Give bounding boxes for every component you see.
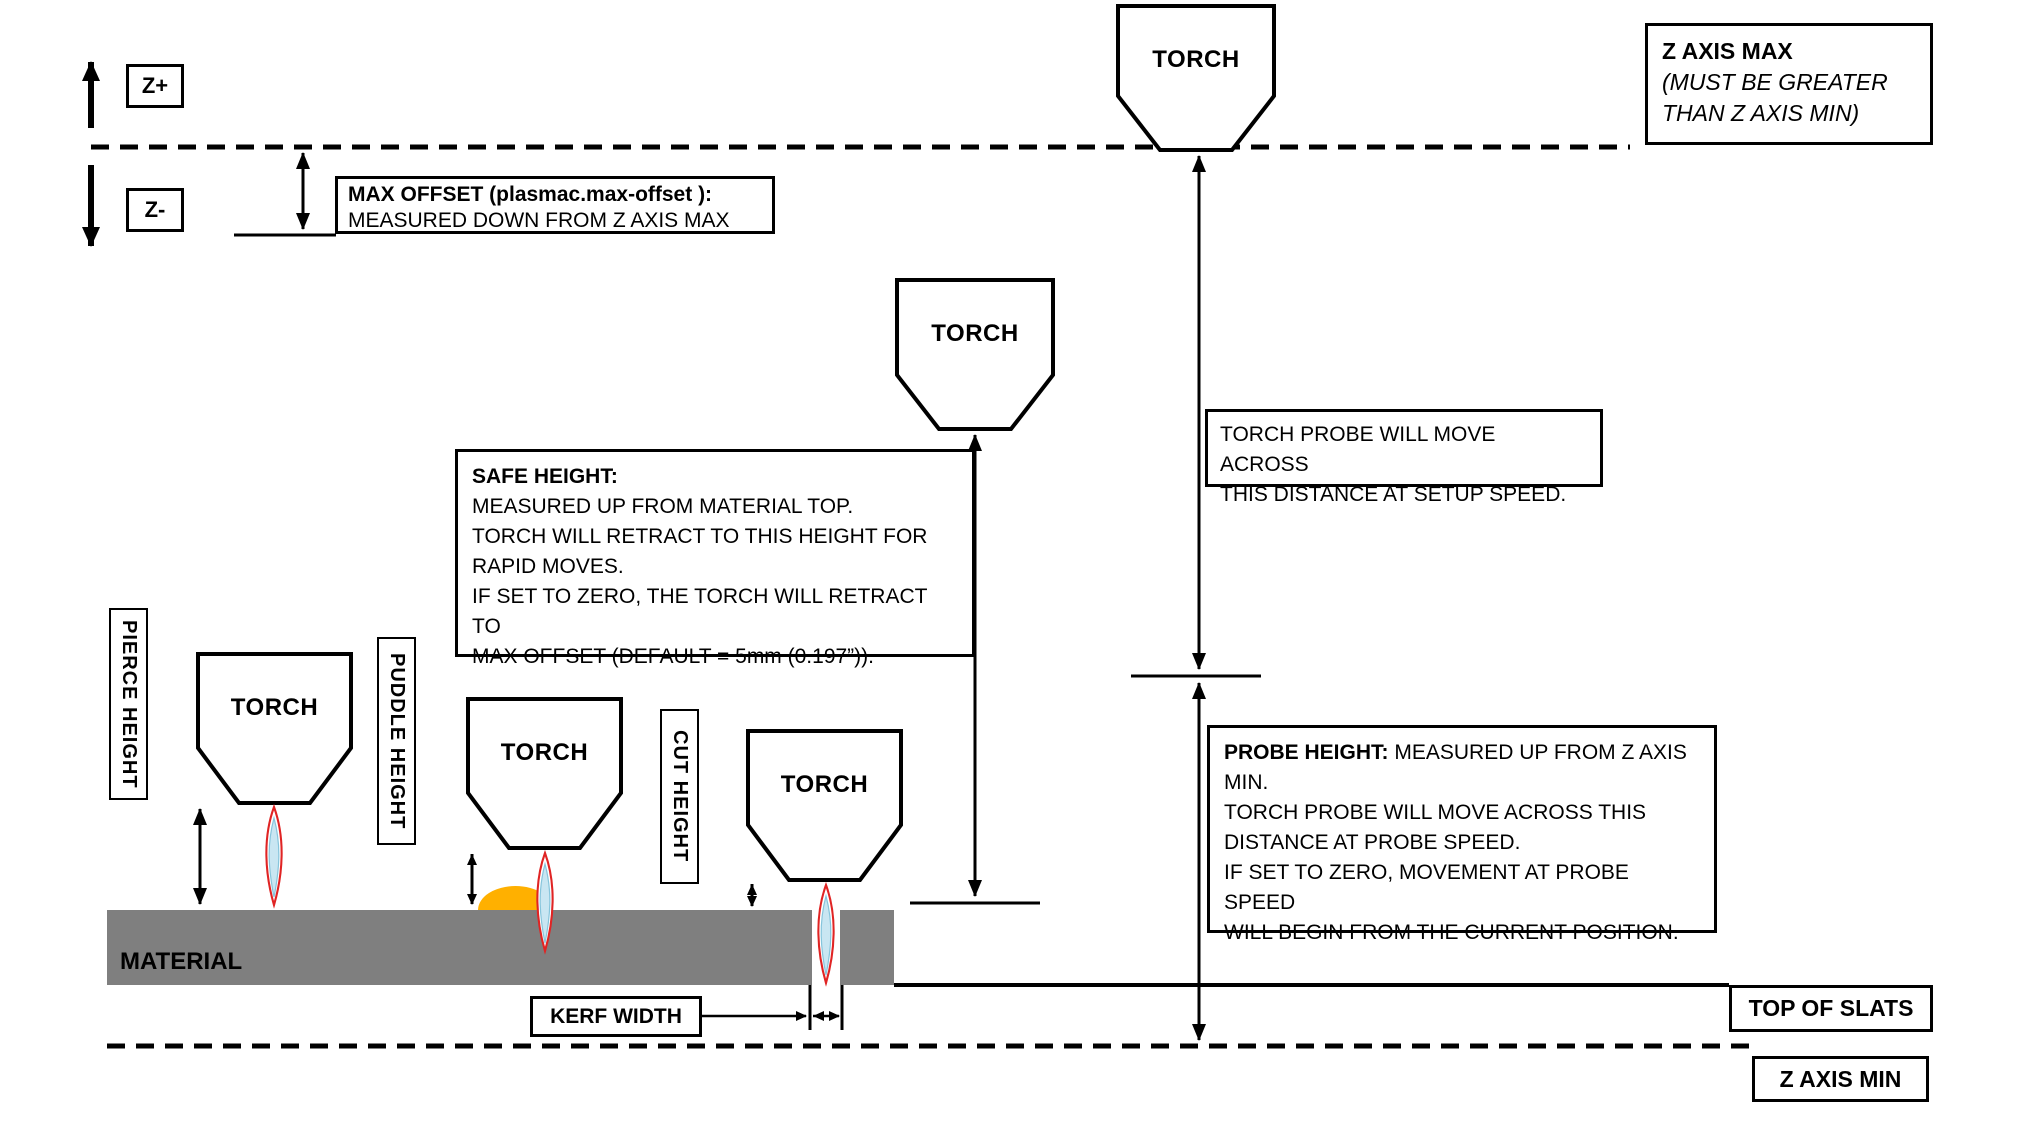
- z-minus-label: Z-: [126, 188, 184, 232]
- safe-height-title: SAFE HEIGHT:: [472, 465, 618, 488]
- probe-height-note: PROBE HEIGHT: MEASURED UP FROM Z AXIS MI…: [1207, 725, 1717, 944]
- safe-height-note: SAFE HEIGHT: MEASURED UP FROM MATERIAL T…: [455, 449, 975, 668]
- probe-height-line: IF SET TO ZERO, MOVEMENT AT PROBE SPEED: [1224, 861, 1629, 914]
- puddle-icon: [478, 886, 553, 910]
- probe-height-line: WILL BEGIN FROM THE CURRENT POSITION.: [1224, 921, 1679, 944]
- probe-height-line: DISTANCE AT PROBE SPEED.: [1224, 831, 1521, 854]
- flame-icon-pierce: [265, 805, 283, 907]
- top-of-slats-label: TOP OF SLATS: [1729, 985, 1933, 1032]
- torch-probe-line1: TORCH PROBE WILL MOVE ACROSS: [1220, 423, 1496, 476]
- safe-height-line: MAX OFFSET (DEFAULT = 5mm (0.197”)).: [472, 645, 874, 668]
- safe-height-line: TORCH WILL RETRACT TO THIS HEIGHT FOR: [472, 525, 928, 548]
- torch-body-pierce: [196, 652, 353, 805]
- torch-label-pierce: TORCH: [230, 694, 319, 721]
- probe-height-line: TORCH PROBE WILL MOVE ACROSS THIS: [1224, 801, 1647, 824]
- torch-label-puddle: TORCH: [500, 739, 589, 766]
- torch-label-safe: TORCH: [931, 320, 1019, 347]
- z-axis-max-sub1: (MUST BE GREATER: [1662, 69, 1888, 95]
- kerf-width-text: KERF WIDTH: [550, 1004, 682, 1028]
- torch-body-puddle: [466, 697, 623, 850]
- pierce-height-label: PIERCE HEIGHT: [109, 608, 148, 800]
- z-axis-max-sub2: THAN Z AXIS MIN): [1662, 100, 1860, 126]
- z-axis-max-title: Z AXIS MAX: [1662, 38, 1793, 64]
- z-plus-text: Z+: [141, 73, 169, 98]
- material-block: [107, 910, 894, 985]
- z-axis-min-label: Z AXIS MIN: [1752, 1056, 1929, 1102]
- cut-height-label: CUT HEIGHT: [660, 709, 699, 884]
- torch-probe-note: TORCH PROBE WILL MOVE ACROSS THIS DISTAN…: [1205, 409, 1603, 506]
- torch-body-top: [1116, 4, 1276, 152]
- torch-label-top: TORCH: [1152, 46, 1240, 73]
- probe-height-title: PROBE HEIGHT:: [1224, 741, 1389, 764]
- material-label: MATERIAL: [120, 948, 243, 975]
- probe-height-title-rest: MEASURED UP FROM Z AXIS: [1388, 741, 1687, 764]
- safe-height-line: IF SET TO ZERO, THE TORCH WILL RETRACT T…: [472, 585, 928, 638]
- top-of-slats-text: TOP OF SLATS: [1748, 995, 1914, 1021]
- max-offset-note: MAX OFFSET (plasmac.max-offset ): MEASUR…: [335, 176, 775, 234]
- torch-probe-line2: THIS DISTANCE AT SETUP SPEED.: [1220, 483, 1567, 506]
- z-minus-text: Z-: [144, 197, 166, 222]
- z-axis-max-note: Z AXIS MAX (MUST BE GREATER THAN Z AXIS …: [1645, 23, 1933, 145]
- cut-height-text: CUT HEIGHT: [669, 730, 691, 863]
- max-offset-body: MEASURED DOWN FROM Z AXIS MAX: [348, 209, 730, 232]
- max-offset-title: MAX OFFSET (plasmac.max-offset ):: [348, 183, 713, 206]
- puddle-height-label: PUDDLE HEIGHT: [377, 637, 416, 845]
- torch-label-cut: TORCH: [780, 771, 869, 798]
- probe-height-line: MIN.: [1224, 771, 1269, 794]
- puddle-height-text: PUDDLE HEIGHT: [386, 652, 408, 830]
- z-axis-min-text: Z AXIS MIN: [1779, 1065, 1902, 1092]
- torch-body-safe: [895, 278, 1055, 431]
- pierce-height-text: PIERCE HEIGHT: [118, 619, 140, 789]
- safe-height-line: MEASURED UP FROM MATERIAL TOP.: [472, 495, 854, 518]
- safe-height-line: RAPID MOVES.: [472, 555, 624, 578]
- kerf-width-label: KERF WIDTH: [530, 996, 702, 1037]
- torch-body-cut: [746, 729, 903, 882]
- z-plus-label: Z+: [126, 64, 184, 108]
- probe-height-line1: PROBE HEIGHT: MEASURED UP FROM Z AXIS: [1224, 738, 1700, 768]
